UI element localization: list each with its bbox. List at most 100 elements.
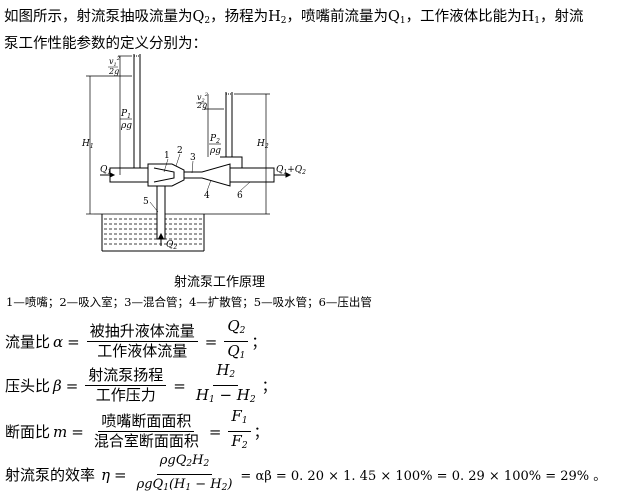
- formula-symbol: η: [101, 465, 111, 484]
- label-h2: H2: [256, 139, 269, 150]
- water-surface: [94, 213, 204, 245]
- formula-label: 射流泵的效率: [5, 466, 96, 484]
- jet-pump-diagram: H1 H2 Q1 Q1+Q2 Q2 P1 ρg P2 ρg v12 2g v22…: [81, 54, 306, 252]
- symbol: − H: [214, 386, 250, 404]
- formula-head-ratio: 压头比 β = 射流泵扬程 工作压力 = H2 H1 − H2 ；: [5, 362, 277, 409]
- question-text-part: ，扬程为H: [210, 9, 281, 25]
- piezometer-tubes: [133, 54, 233, 168]
- numerator: 被抽升液体流量: [86, 323, 198, 342]
- fraction-symbol: Q2 Q1: [224, 317, 249, 365]
- numerator: H2: [213, 361, 239, 386]
- part-number-4: 4: [204, 191, 210, 201]
- equals-sign: =: [65, 376, 79, 395]
- part-number-1: 1: [164, 151, 170, 161]
- symbol: (H: [168, 477, 186, 492]
- subscript: 1: [534, 16, 541, 26]
- efficiency-result: = αβ = 0. 20 × 1. 45 × 100% = 0. 29 × 10…: [240, 469, 607, 484]
- formula-end: ；: [253, 423, 269, 441]
- numerator: 喷嘴断面面积: [98, 413, 195, 432]
- symbol: Q: [227, 342, 240, 360]
- formula-label: 断面比: [5, 423, 51, 441]
- label-q2: Q2: [166, 240, 177, 251]
- symbol: H: [216, 361, 230, 379]
- equals-sign: =: [204, 332, 218, 351]
- suction-pipe: [156, 183, 166, 240]
- numerator: Q2: [224, 317, 249, 342]
- formula-symbol: β: [53, 376, 62, 395]
- formula-end: ；: [261, 377, 277, 395]
- formula-flow-ratio: 流量比 α = 被抽升液体流量 工作液体流量 = Q2 Q1 ；: [5, 318, 266, 365]
- label-h1: H1: [81, 139, 94, 150]
- question-text-part: ，喷嘴前流量为Q: [286, 9, 400, 25]
- label-2g-2: 2g: [196, 101, 207, 110]
- subscript: 2: [229, 370, 236, 380]
- equals-sign: =: [67, 332, 80, 351]
- label-q1: Q1: [100, 165, 111, 176]
- symbol: H: [195, 386, 209, 404]
- suction-chamber: [147, 163, 185, 187]
- symbol: F: [231, 407, 242, 425]
- numerator: ρgQ2H2: [156, 452, 213, 475]
- subscript: 2: [204, 16, 211, 26]
- formula-symbol: α: [53, 332, 64, 351]
- symbol: ρgQ: [136, 477, 164, 492]
- part-numbers: 1 2 3 4 5 6: [143, 146, 243, 207]
- fraction-text: 喷嘴断面面积 混合室断面面积: [91, 413, 202, 450]
- part-number-5: 5: [143, 197, 149, 207]
- numerator: F1: [228, 407, 251, 432]
- fraction-text: 射流泵扬程 工作压力: [85, 367, 167, 404]
- subscript: 2: [280, 16, 287, 26]
- subscript: 1: [239, 351, 246, 361]
- subscript: 1: [163, 483, 169, 493]
- question-line-1: 如图所示，射流泵抽吸流量为Q2，扬程为H2，喷嘴前流量为Q1，工作液体比能为H1…: [4, 6, 616, 33]
- numerator: 射流泵扬程: [85, 367, 167, 386]
- equals-sign: =: [173, 376, 186, 395]
- formula-label: 压头比: [5, 377, 51, 395]
- subscript: 2: [186, 459, 193, 469]
- label-rho-g-1: ρg: [120, 121, 132, 131]
- symbol: ρgQ: [159, 453, 187, 468]
- equals-sign: =: [114, 465, 127, 484]
- fraction-symbol: F1 F2: [228, 407, 251, 455]
- question-text-part: 如图所示，射流泵抽吸流量为Q: [4, 9, 205, 25]
- denominator: 混合室断面面积: [93, 432, 199, 450]
- dimension-lines: [86, 55, 270, 215]
- question-text-part: ，工作液体比能为H: [405, 9, 535, 25]
- label-v1: v12: [109, 56, 120, 68]
- denominator: ρgQ1(H1 − H2): [134, 475, 236, 497]
- denominator: 工作液体流量: [97, 342, 188, 360]
- symbol: F: [231, 432, 242, 450]
- denominator: 工作压力: [95, 386, 156, 404]
- denominator: F2: [228, 432, 250, 455]
- formula-symbol: m: [53, 422, 68, 441]
- part-number-2: 2: [177, 146, 183, 156]
- label-2g-1: 2g: [108, 67, 119, 76]
- label-v2: v22: [197, 92, 208, 104]
- flow-arrows: [100, 172, 292, 246]
- symbol: − H: [191, 477, 222, 492]
- subscript: 1: [185, 483, 192, 493]
- equals-sign: =: [71, 422, 84, 441]
- symbol: ): [227, 477, 233, 492]
- denominator: Q1: [224, 342, 248, 365]
- subscript: 2: [241, 441, 248, 451]
- question-text-part: ，射流: [540, 9, 584, 25]
- label-p1: P1: [120, 109, 131, 120]
- subscript: 1: [208, 395, 215, 405]
- pointer-lines: [149, 153, 251, 213]
- denominator: H1 − H2: [193, 386, 259, 409]
- formula-area-ratio: 断面比 m = 喷嘴断面面积 混合室断面面积 = F1 F2 ；: [5, 408, 269, 455]
- fraction-efficiency: ρgQ2H2 ρgQ1(H1 − H2): [134, 452, 236, 497]
- question-text: 如图所示，射流泵抽吸流量为Q2，扬程为H2，喷嘴前流量为Q1，工作液体比能为H1…: [4, 6, 616, 56]
- subscript: 1: [241, 416, 248, 426]
- label-p2: P2: [209, 134, 220, 145]
- symbol: H: [192, 453, 204, 468]
- diagram-labels: H1 H2 Q1 Q1+Q2 Q2 P1 ρg P2 ρg v12 2g v22…: [81, 56, 306, 251]
- symbol: Q: [227, 317, 240, 335]
- water-tank: [101, 214, 205, 252]
- fraction-symbol: H2 H1 − H2: [193, 362, 259, 409]
- part-number-3: 3: [190, 153, 196, 163]
- subscript: 1: [399, 16, 406, 26]
- formula-efficiency: 射流泵的效率 η = ρgQ2H2 ρgQ1(H1 − H2) = αβ = 0…: [5, 452, 606, 497]
- part-number-6: 6: [237, 191, 243, 201]
